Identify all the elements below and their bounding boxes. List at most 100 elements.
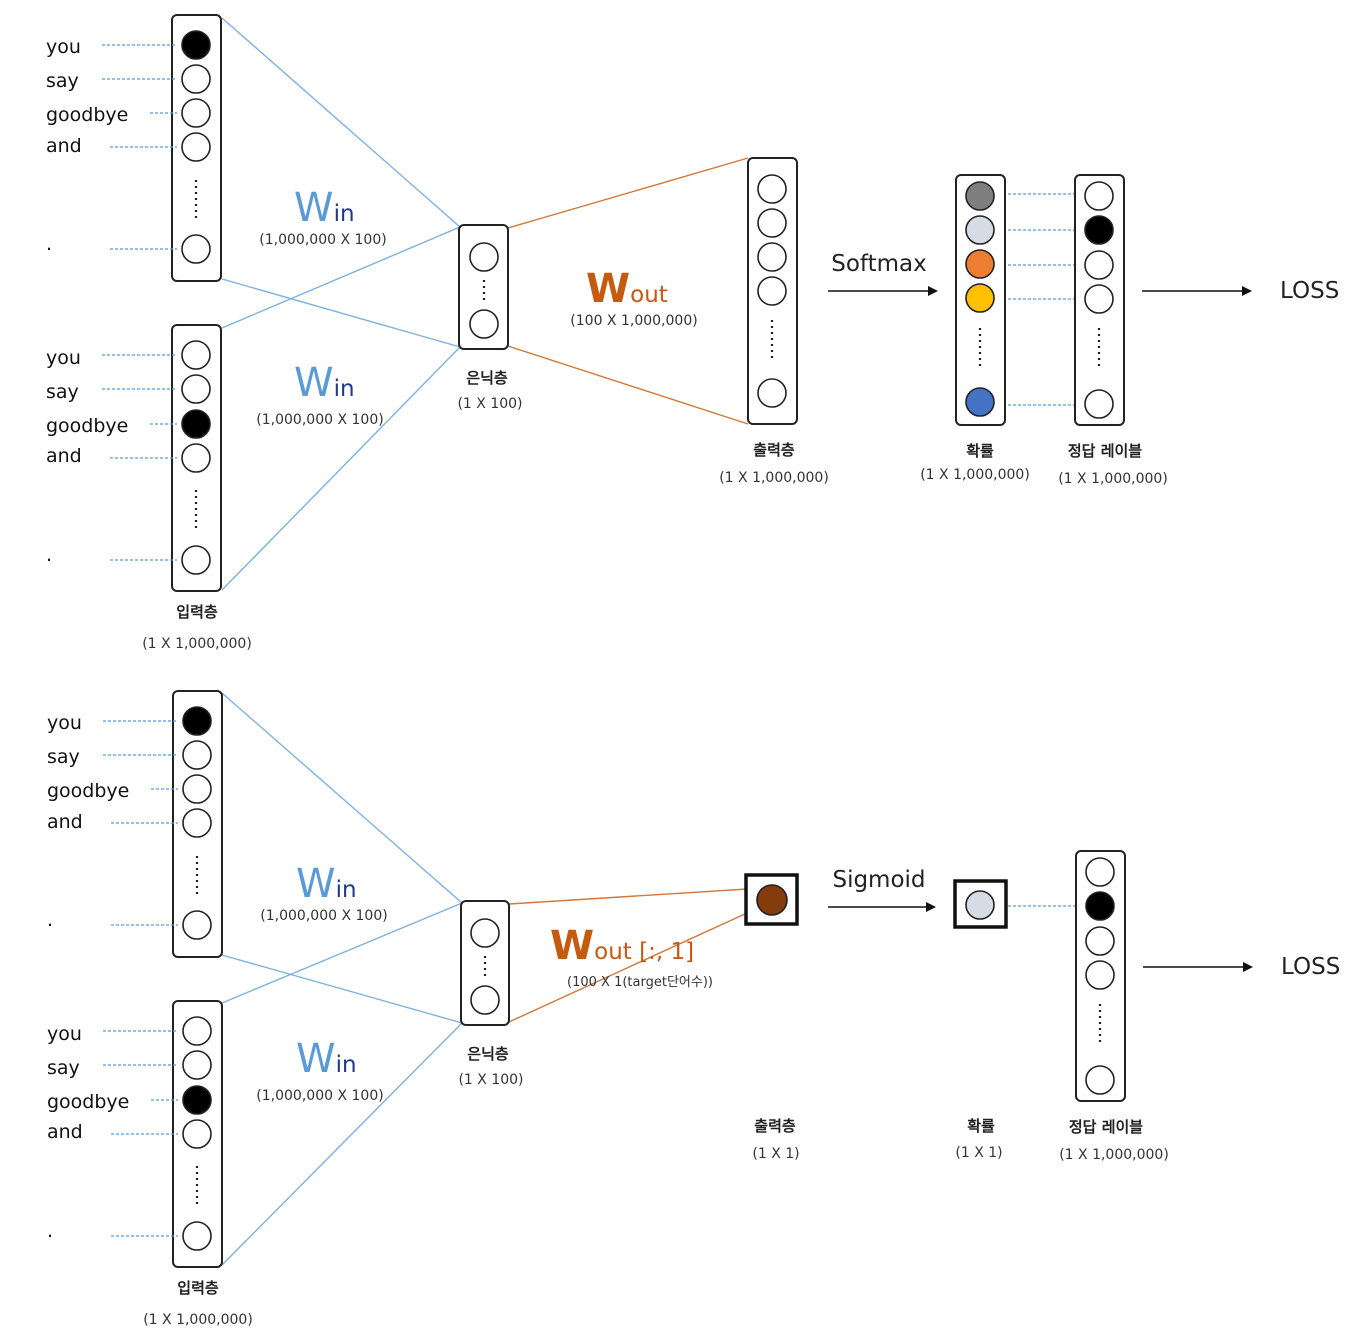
hidden-layer-label: 은닉층 bbox=[466, 369, 508, 387]
hidden-layer-dim: (1 X 100) bbox=[457, 396, 522, 412]
neuron bbox=[757, 242, 787, 272]
bottom-output-layer: 출력층 (1 X 1) bbox=[744, 873, 800, 1162]
neuron bbox=[757, 276, 787, 306]
neuron bbox=[182, 1119, 212, 1149]
input-layer-dim: (1 X 1,000,000) bbox=[143, 1312, 253, 1328]
input-word-you: you bbox=[47, 1023, 82, 1045]
bottom-answer-layer: 정답 레이블 (1 X 1,000,000) bbox=[1059, 850, 1169, 1163]
top-panel: you say goodbye and . you say goodbye an… bbox=[46, 14, 1339, 652]
win-line bbox=[221, 226, 461, 329]
neuron bbox=[182, 1016, 212, 1046]
input-layer-label: 입력층 bbox=[177, 1279, 219, 1297]
neuron-hot bbox=[182, 1085, 212, 1115]
top-wout-label: Wout (100 X 1,000,000) bbox=[570, 266, 697, 329]
neuron bbox=[470, 918, 500, 948]
input-word-say: say bbox=[47, 1057, 80, 1079]
arrowhead bbox=[926, 902, 936, 912]
win-line bbox=[221, 954, 463, 1024]
prob-layer-dim: (1 X 1,000,000) bbox=[920, 467, 1030, 483]
win-symbol: Win bbox=[294, 360, 355, 406]
input-word-and: and bbox=[46, 445, 82, 467]
win-dim: (1,000,000 X 100) bbox=[256, 412, 383, 428]
wout-line bbox=[507, 157, 749, 229]
wout-line bbox=[508, 912, 748, 1023]
win-line bbox=[221, 278, 461, 348]
input-word-goodbye: goodbye bbox=[46, 104, 128, 126]
neuron bbox=[182, 1221, 212, 1251]
win-dim: (1,000,000 X 100) bbox=[260, 908, 387, 924]
neuron bbox=[1085, 1065, 1115, 1095]
neuron bbox=[757, 208, 787, 238]
neuron bbox=[181, 132, 211, 162]
neuron-hot bbox=[1085, 891, 1115, 921]
neuron-hot bbox=[1084, 215, 1114, 245]
answer-layer-dim: (1 X 1,000,000) bbox=[1058, 471, 1168, 487]
neuron bbox=[182, 740, 212, 770]
top-input-column-1: you say goodbye and . bbox=[46, 14, 222, 282]
win-line bbox=[221, 346, 461, 591]
neuron bbox=[469, 242, 499, 272]
top-hidden-layer: 은닉층 (1 X 100) bbox=[457, 224, 523, 412]
bottom-input-column-1: you say goodbye and . bbox=[47, 690, 223, 958]
prob-neuron-blue bbox=[965, 387, 995, 417]
bottom-wout-label: Wout [:, 1] (100 X 1(target단어수)) bbox=[550, 923, 713, 990]
win-symbol: Win bbox=[296, 861, 357, 907]
prob-neuron-orange bbox=[965, 249, 995, 279]
bottom-input-column-2: you say goodbye and . 입력층 (1 X 1,000,000… bbox=[47, 1000, 253, 1328]
prob-neuron-light bbox=[965, 215, 995, 245]
neuron bbox=[470, 985, 500, 1015]
wout-symbol: Wout [:, 1] bbox=[550, 923, 694, 969]
input-word-and: and bbox=[46, 135, 82, 157]
win-line bbox=[221, 1022, 463, 1266]
neuron bbox=[757, 174, 787, 204]
neuron bbox=[181, 64, 211, 94]
neuron bbox=[1084, 181, 1114, 211]
input-layer-label: 입력층 bbox=[176, 603, 218, 621]
neuron bbox=[757, 378, 787, 408]
prob-layer-label: 확률 bbox=[966, 442, 994, 460]
input-word-period: . bbox=[46, 544, 52, 566]
neuron bbox=[182, 1050, 212, 1080]
win-line bbox=[221, 902, 463, 1004]
neuron bbox=[1084, 284, 1114, 314]
prob-neuron bbox=[965, 890, 995, 920]
arrowhead bbox=[928, 286, 938, 296]
neuron bbox=[181, 340, 211, 370]
input-word-goodbye: goodbye bbox=[47, 1091, 129, 1113]
neuron bbox=[1085, 960, 1115, 990]
neuron bbox=[181, 98, 211, 128]
win-line bbox=[221, 692, 463, 904]
neuron bbox=[182, 808, 212, 838]
neuron bbox=[1084, 250, 1114, 280]
neuron bbox=[182, 910, 212, 940]
input-word-and: and bbox=[47, 811, 83, 833]
input-word-you: you bbox=[46, 36, 81, 58]
bottom-win-upper-label: Win (1,000,000 X 100) bbox=[260, 861, 387, 924]
win-dim: (1,000,000 X 100) bbox=[256, 1088, 383, 1104]
input-word-and: and bbox=[47, 1121, 83, 1143]
neuron bbox=[182, 774, 212, 804]
wout-line bbox=[508, 888, 748, 905]
top-answer-layer: 정답 레이블 (1 X 1,000,000) bbox=[1058, 174, 1168, 487]
answer-layer-label: 정답 레이블 bbox=[1069, 1118, 1143, 1136]
neuron bbox=[1085, 926, 1115, 956]
input-word-goodbye: goodbye bbox=[46, 415, 128, 437]
neuron bbox=[181, 443, 211, 473]
loss-label: LOSS bbox=[1280, 278, 1339, 304]
top-win-lower-label: Win (1,000,000 X 100) bbox=[256, 360, 383, 428]
prob-layer-dim: (1 X 1) bbox=[955, 1145, 1002, 1161]
win-dim: (1,000,000 X 100) bbox=[259, 232, 386, 248]
input-word-you: you bbox=[46, 347, 81, 369]
input-word-period: . bbox=[47, 909, 53, 931]
bottom-prob-layer: 확률 (1 X 1) bbox=[953, 879, 1008, 1161]
top-input-column-2: you say goodbye and . 입력층 (1 X 1,000,000… bbox=[46, 324, 252, 652]
output-layer-dim: (1 X 1) bbox=[752, 1146, 799, 1162]
input-word-say: say bbox=[47, 746, 80, 768]
top-output-layer: 출력층 (1 X 1,000,000) bbox=[719, 157, 829, 486]
bottom-win-lower-label: Win (1,000,000 X 100) bbox=[256, 1036, 383, 1104]
hidden-layer-dim: (1 X 100) bbox=[458, 1072, 523, 1088]
bottom-panel: you say goodbye and . you say goodbye an… bbox=[47, 690, 1340, 1328]
neuron bbox=[181, 545, 211, 575]
wout-line bbox=[507, 345, 749, 425]
